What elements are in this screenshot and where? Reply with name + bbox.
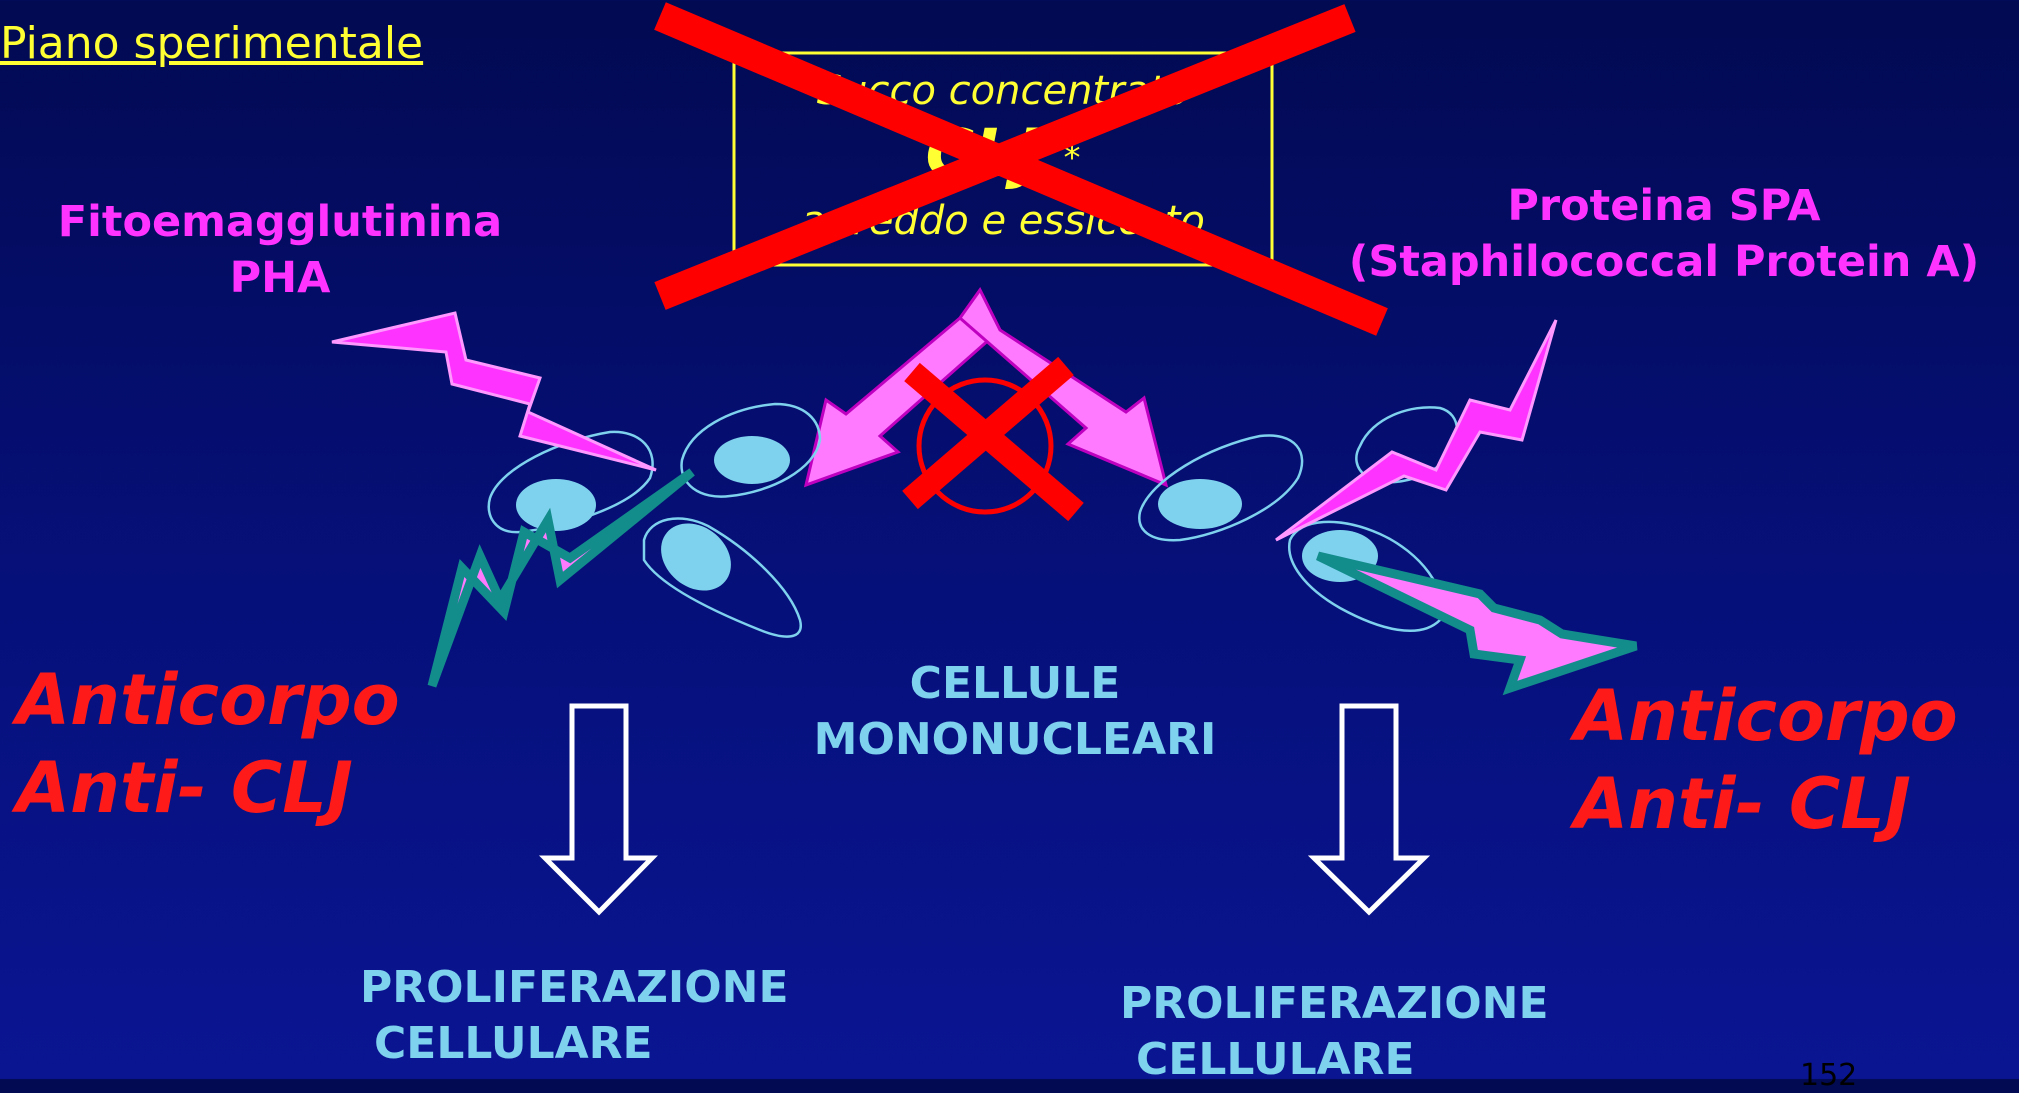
result-right-line2: CELLULARE xyxy=(1120,1032,1549,1088)
antibody-right-line2: Anti- CLJ xyxy=(1574,760,1958,848)
box-cross-icon xyxy=(660,16,1382,322)
antibody-right-line1: Anticorpo xyxy=(1574,672,1958,760)
result-left-line1: PROLIFERAZIONE xyxy=(360,960,789,1016)
pha-label-line2: PHA xyxy=(30,250,530,306)
mononuclear-line2: MONONUCLEARI xyxy=(790,712,1240,768)
pha-label-line1: Fitoemagglutinina xyxy=(30,194,530,250)
mononuclear-line1: CELLULE xyxy=(790,656,1240,712)
result-right-line1: PROLIFERAZIONE xyxy=(1120,976,1549,1032)
result-left-label: PROLIFERAZIONE CELLULARE xyxy=(360,960,789,1072)
antibody-left-label: Anticorpo Anti- CLJ xyxy=(16,656,400,832)
spa-label-line1: Proteina SPA xyxy=(1314,178,2014,234)
page-number: 152 xyxy=(1800,1058,1857,1093)
antibody-left-line1: Anticorpo xyxy=(16,656,400,744)
mononuclear-cells-label: CELLULE MONONUCLEARI xyxy=(790,656,1240,768)
antibody-right-label: Anticorpo Anti- CLJ xyxy=(1574,672,1958,848)
pha-label: Fitoemagglutinina PHA xyxy=(30,194,530,306)
antibody-left-line2: Anti- CLJ xyxy=(16,744,400,832)
spa-label-line2: (Staphilococcal Protein A) xyxy=(1314,234,2014,290)
result-right-label: PROLIFERAZIONE CELLULARE xyxy=(1120,976,1549,1088)
result-left-line2: CELLULARE xyxy=(360,1016,789,1072)
spa-label: Proteina SPA (Staphilococcal Protein A) xyxy=(1314,178,2014,290)
